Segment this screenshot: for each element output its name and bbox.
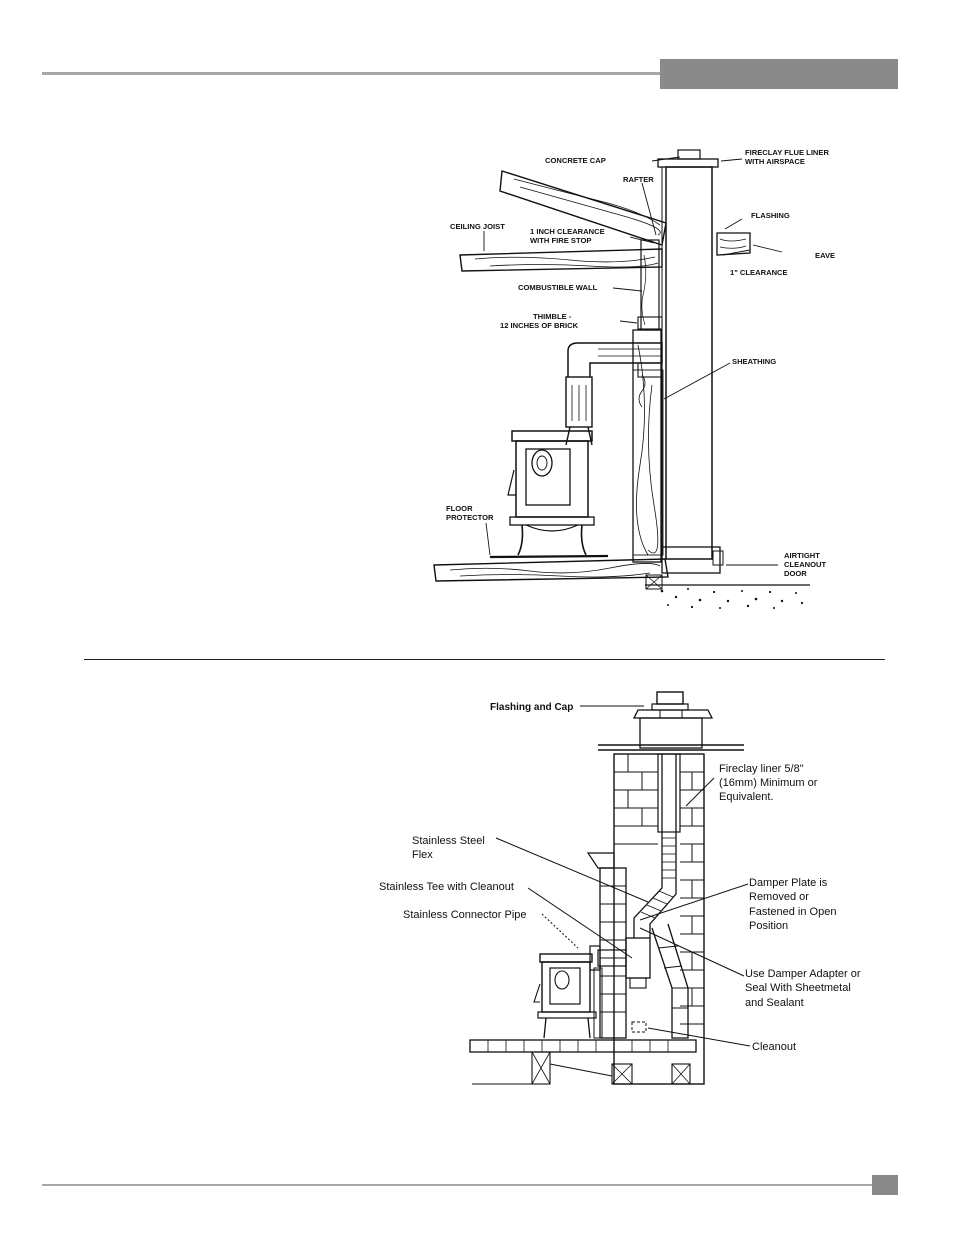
sheathing [632, 369, 664, 556]
label-with-airspace: WITH AIRSPACE [745, 157, 805, 166]
stove-illustration [507, 430, 595, 556]
label-fireclay-equivalent: Equivalent. [719, 791, 773, 803]
label-fastened-open: Fastened in Open [749, 906, 836, 918]
fireplace-liner-diagram: Flashing and Cap Fireclay liner 5/8" (16… [379, 691, 861, 1085]
label-cleanout-2: Cleanout [752, 1041, 796, 1053]
chimney-installation-diagram: CONCRETE CAP FIRECLAY FLUE LINER WITH AI… [433, 148, 835, 609]
label-seal-sheetmetal: Seal With Sheetmetal [745, 982, 851, 994]
label-combustible-wall: COMBUSTIBLE WALL [518, 283, 598, 292]
label-stainless-connector: Stainless Connector Pipe [403, 909, 527, 921]
ceiling-joist [459, 248, 663, 272]
footer-rule [42, 1184, 872, 1186]
chimney-stack [598, 717, 744, 751]
label-and-sealant: and Sealant [745, 997, 804, 1009]
label-rafter: RAFTER [623, 175, 654, 184]
leader-lines-2 [495, 705, 751, 1047]
label-fireclay-minimum: (16mm) Minimum or [719, 777, 818, 789]
section-divider [84, 659, 885, 660]
chimney [657, 149, 724, 574]
label-protector: PROTECTOR [446, 513, 494, 522]
label-twelve-inches-brick: 12 INCHES OF BRICK [500, 321, 579, 330]
label-stainless-tee: Stainless Tee with Cleanout [379, 881, 514, 893]
hearth-floor [469, 1039, 697, 1085]
label-airtight: AIRTIGHT [784, 551, 820, 560]
label-sheathing: SHEATHING [732, 357, 776, 366]
leader-lines [483, 156, 783, 566]
label-flex: Flex [412, 849, 433, 861]
stovepipe [565, 316, 663, 446]
label-eave: EAVE [815, 251, 835, 260]
label-concrete-cap: CONCRETE CAP [545, 156, 606, 165]
label-flashing: FLASHING [751, 211, 790, 220]
combustible-wall [632, 239, 662, 563]
label-fireclay-liner: Fireclay liner 5/8" [719, 763, 804, 775]
smoke-shelf [586, 852, 615, 869]
label-door: DOOR [784, 569, 807, 578]
label-with-fire-stop: WITH FIRE STOP [530, 236, 591, 245]
floor-protector [489, 554, 609, 559]
label-ceiling-joist: CEILING JOIST [450, 222, 505, 231]
label-cleanout: CLEANOUT [784, 560, 827, 569]
label-fireclay-flue-liner: FIRECLAY FLUE LINER [745, 148, 829, 157]
label-floor: FLOOR [446, 504, 473, 513]
cleanout-door [631, 1021, 647, 1033]
label-stainless-steel: Stainless Steel [412, 835, 485, 847]
footer-tab [872, 1175, 898, 1195]
stove-illustration-small [533, 953, 603, 1039]
label-damper-adapter: Use Damper Adapter or [745, 968, 861, 980]
firebox-brick [599, 867, 689, 1039]
label-removed-or: Removed or [749, 891, 809, 903]
label-one-inch-eave-clearance: 1" CLEARANCE [730, 268, 788, 277]
header-rule [42, 72, 660, 75]
label-thimble: THIMBLE - [533, 312, 572, 321]
stainless-flex-liner [633, 754, 677, 938]
flashing-and-cap [632, 691, 714, 719]
label-damper-plate: Damper Plate is [749, 877, 828, 889]
label-one-inch-clearance: 1 INCH CLEARANCE [530, 227, 605, 236]
eave [716, 232, 751, 256]
label-position: Position [749, 920, 788, 932]
stainless-tee [589, 937, 651, 989]
label-flashing-and-cap: Flashing and Cap [490, 702, 573, 713]
chimney-brick-body [613, 753, 705, 1085]
header-tab [660, 59, 898, 89]
floor-joist [433, 558, 669, 590]
ground [645, 584, 810, 609]
